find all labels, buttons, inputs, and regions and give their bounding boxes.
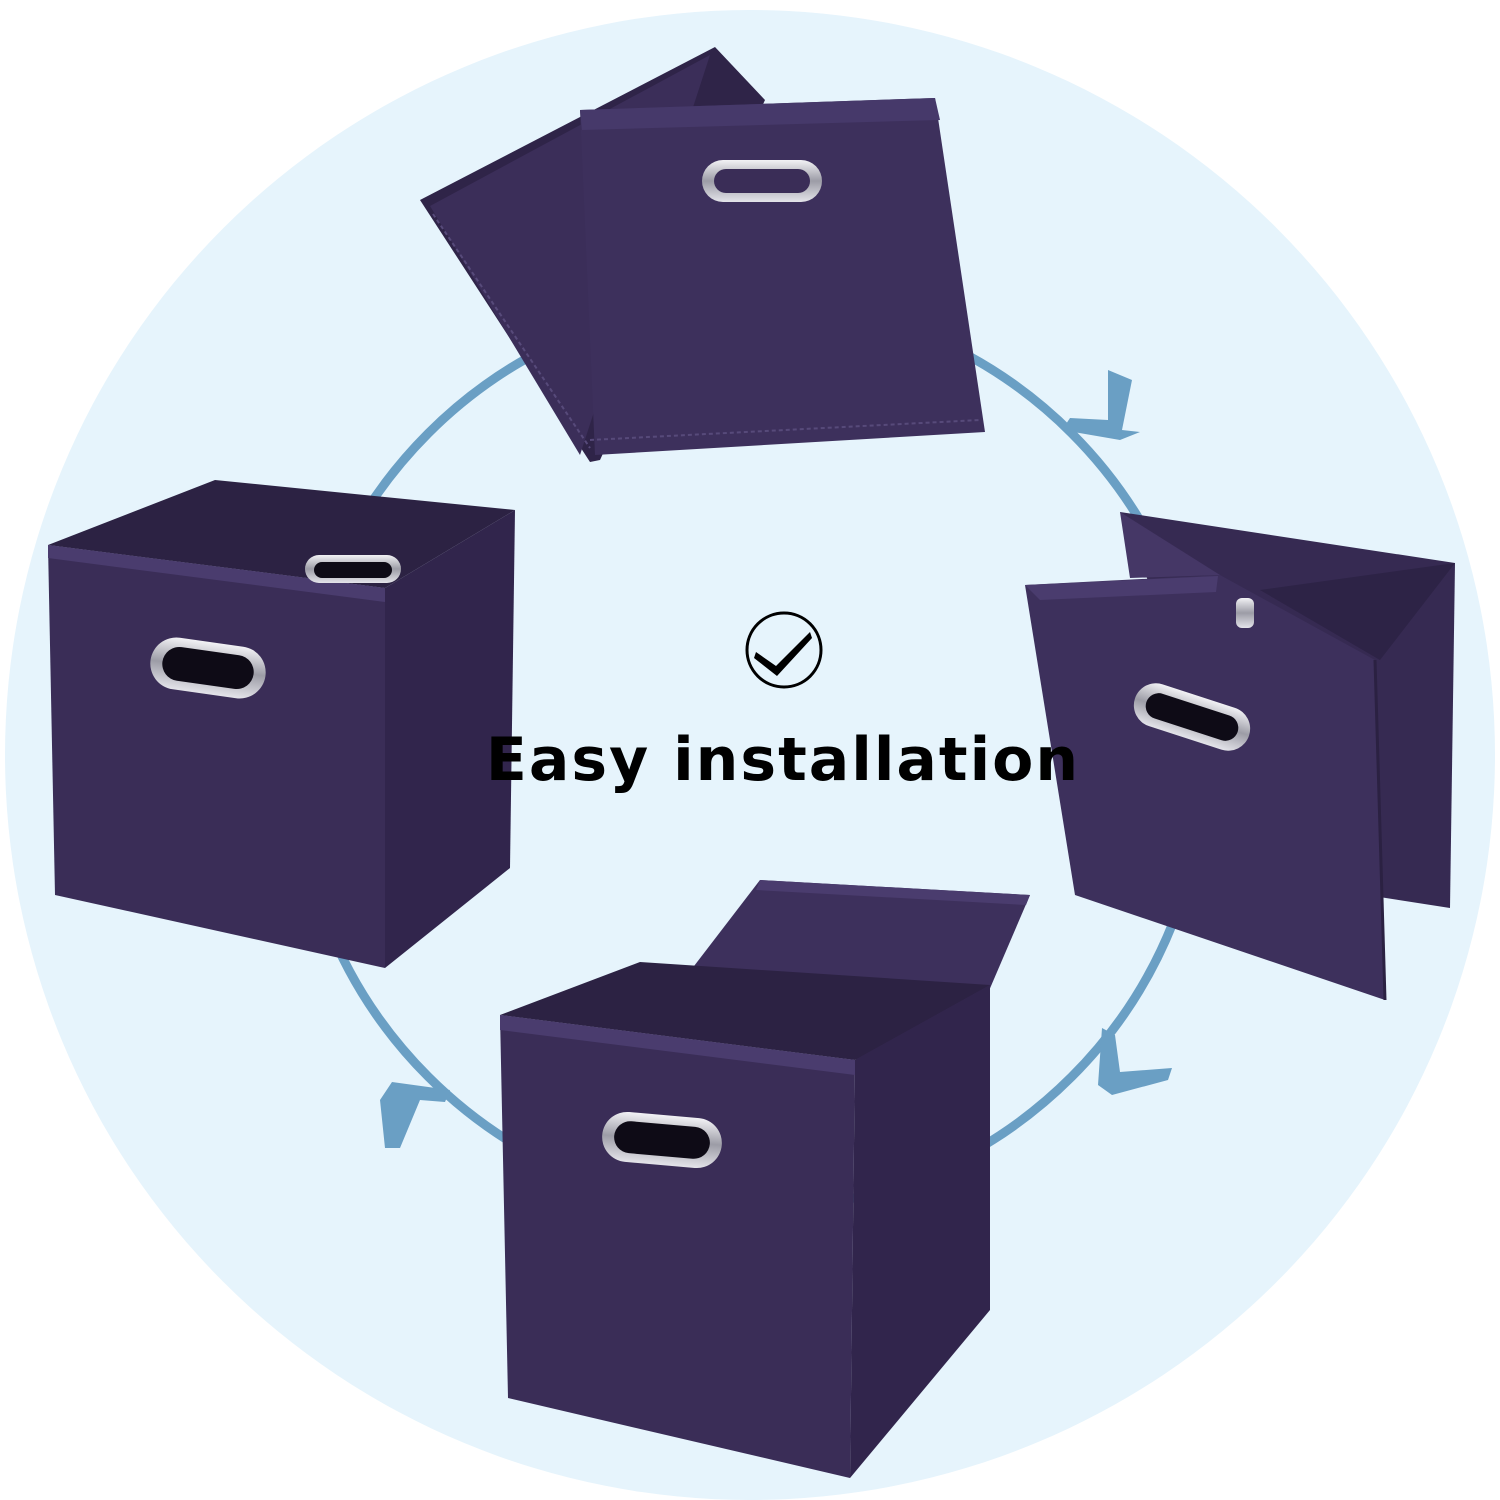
assembled-storage-cube (48, 480, 515, 968)
folded-flat-bin (420, 47, 985, 462)
checkmark-in-circle-icon (745, 611, 823, 689)
handle-icon (1133, 683, 1251, 751)
arrow-up-left-icon (380, 1082, 450, 1148)
handle-icon (150, 637, 266, 699)
arrow-right-down-icon (1062, 370, 1140, 440)
handle-icon (702, 160, 822, 202)
arrow-down-left-icon (1098, 1028, 1172, 1095)
bin-with-insert-panel (500, 880, 1030, 1478)
handle-icon (602, 1111, 722, 1169)
partially-unfolded-bin (1025, 512, 1455, 1001)
handle-icon (305, 555, 401, 583)
headline: Easy installation (485, 725, 1081, 795)
